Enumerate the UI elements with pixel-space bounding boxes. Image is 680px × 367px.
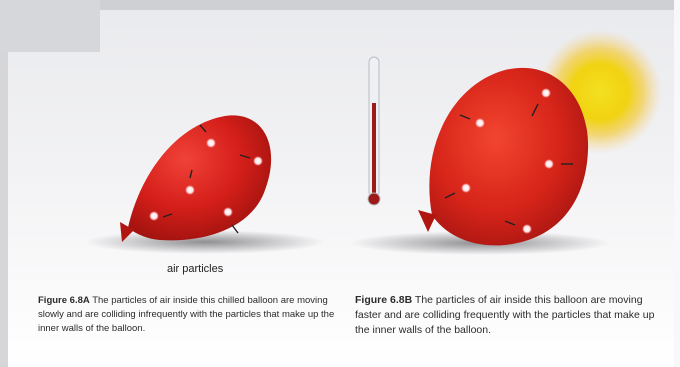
figure-b-number: Figure 6.8B bbox=[355, 294, 412, 306]
figure-a-number: Figure 6.8A bbox=[38, 295, 90, 306]
balloon-icon bbox=[120, 115, 271, 242]
figure-b-caption: Figure 6.8B The particles of air inside … bbox=[355, 293, 670, 338]
scan-right-edge bbox=[674, 0, 680, 367]
balloon-icon bbox=[418, 68, 588, 246]
air-particles-label: air particles bbox=[167, 263, 223, 275]
figure-a-caption: Figure 6.8A The particles of air inside … bbox=[38, 294, 338, 336]
thermometer-icon bbox=[368, 57, 380, 205]
